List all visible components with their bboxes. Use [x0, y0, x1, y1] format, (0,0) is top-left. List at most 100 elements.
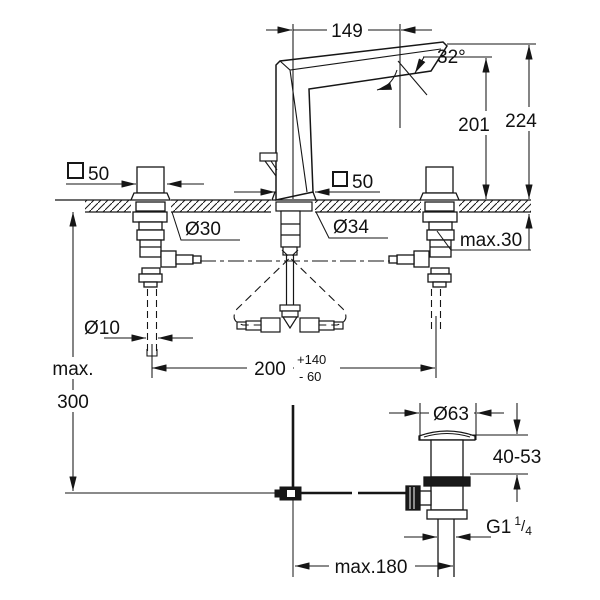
dim-overall-height: 224 [498, 45, 544, 199]
dim-handle-hole: Ø30 [171, 211, 240, 241]
left-valve-lower-1 [141, 267, 161, 275]
tee-nut-lower [281, 310, 299, 318]
left-valve-lower-3 [143, 281, 158, 288]
left-valve-hex [136, 229, 165, 241]
leader-underline [436, 230, 531, 251]
dim-label-deck-thickness: max.30 [460, 230, 522, 251]
leader-underline [315, 211, 388, 239]
right-valve-body-upper [422, 211, 458, 223]
text-backing [329, 553, 415, 578]
dim-label-handle-square: 50 [88, 164, 109, 185]
dimensions: 149 32° 201 224 max.30 [47, 20, 544, 578]
waste-lower-body [430, 485, 464, 511]
text-backing [247, 353, 293, 378]
right-valve-outlet-tube [396, 254, 415, 265]
thread-slash: / [521, 518, 526, 535]
waste-lever-socket [419, 490, 432, 506]
right-valve-lower-2 [427, 273, 452, 283]
left-handle-knob [136, 166, 165, 194]
text-backing [47, 357, 98, 379]
dim-label-waste-flange: Ø63 [433, 404, 469, 425]
tee-right-hex [299, 317, 320, 333]
right-handle-flange [419, 192, 460, 201]
spout-side-lever [259, 152, 278, 162]
spout-outline [275, 41, 448, 201]
dim-label-spout-reach: 149 [331, 21, 363, 42]
swivel-arc-arrow [376, 69, 398, 91]
angle-pointer-arrow [414, 56, 426, 74]
tee-vee [281, 316, 299, 330]
deck-hatch [171, 200, 271, 212]
text-backing [498, 107, 544, 131]
text-backing [327, 20, 368, 40]
right-handle-valve [388, 166, 460, 330]
waste-lever-knob [405, 485, 421, 511]
dim-deck-thickness: max.30 [436, 214, 533, 251]
left-handle-valve [130, 166, 202, 357]
dim-waste-flange: Ø63 [389, 402, 504, 425]
rod-fitting-center [287, 490, 295, 497]
dim-max-depth: max. 300 [47, 212, 98, 491]
dim-clamp-range: 40-53 [493, 403, 542, 502]
thread-prefix: G1 [486, 517, 511, 538]
spout-threaded-shank [280, 210, 301, 248]
flexible-hose-swing-dashed [233, 249, 347, 326]
right-valve-cartridge [429, 239, 452, 258]
dim-spout-square: 50 [234, 171, 380, 196]
dim-spout-hole: Ø34 [315, 211, 388, 239]
left-valve-washer [135, 201, 166, 212]
text-backing [453, 111, 495, 135]
dim-label-handle-hole: Ø30 [185, 219, 221, 240]
shank-nut [282, 246, 298, 256]
left-valve-outlet-nut [160, 250, 177, 268]
right-valve-outlet-tip [388, 255, 398, 264]
left-valve-body-upper [132, 211, 168, 223]
right-valve-washer [424, 201, 455, 212]
square-symbol [67, 162, 84, 179]
left-valve-outlet-tip [192, 255, 202, 264]
thread-denominator: 4 [525, 524, 532, 538]
dim-label-tol-minus: - 60 [299, 369, 321, 384]
text-backing [429, 402, 474, 425]
deck-hatch [85, 200, 131, 212]
dim-hose-length: 200 +140 - 60 [152, 349, 435, 385]
tee-nut-upper [279, 304, 301, 312]
right-valve-lower-3 [432, 281, 447, 288]
rod-fitting-nub [274, 489, 281, 498]
waste-gasket [423, 476, 471, 487]
angle-reference-line [397, 60, 428, 96]
deck-hatch [459, 200, 531, 212]
dim-outlet-height: 201 [453, 58, 495, 199]
dim-handle-square: 50 [66, 162, 204, 188]
right-handle-knob [425, 166, 454, 194]
text-backing [51, 390, 94, 412]
dim-label-spout-hole: Ø34 [333, 217, 369, 238]
dim-spout-reach: 149 [266, 20, 432, 42]
waste-flange-dome [418, 430, 476, 441]
left-valve-lower-2 [138, 273, 163, 283]
right-valve-outlet-nut [413, 250, 430, 268]
deck-hatch [315, 200, 421, 212]
dim-label-clamp-range: 40-53 [493, 447, 542, 468]
dim-label-overall-height: 224 [505, 111, 537, 132]
dim-label-tol-plus: +140 [297, 352, 326, 367]
left-valve-neck [138, 221, 163, 231]
spout-underdeck-assembly [200, 201, 390, 333]
popup-rod-assembly [65, 405, 407, 577]
dim-label-outlet-height: 201 [458, 115, 490, 136]
left-handle-flange [130, 192, 171, 201]
dim-label-supply-pipe: Ø10 [84, 318, 120, 339]
leader-underline [171, 211, 240, 241]
dim-horizontal-max: max.180 [295, 553, 453, 578]
dim-label-max-value: 300 [57, 392, 89, 413]
square-symbol [332, 171, 348, 187]
dim-label-spout-square: 50 [352, 172, 373, 193]
right-valve-lower-1 [430, 267, 450, 275]
dim-label-hose-length: 200 [254, 359, 286, 380]
left-supply-pipe-dashed [146, 289, 158, 352]
left-valve-outlet-tube [175, 254, 194, 265]
dim-label-horizontal-max: max.180 [335, 557, 408, 578]
